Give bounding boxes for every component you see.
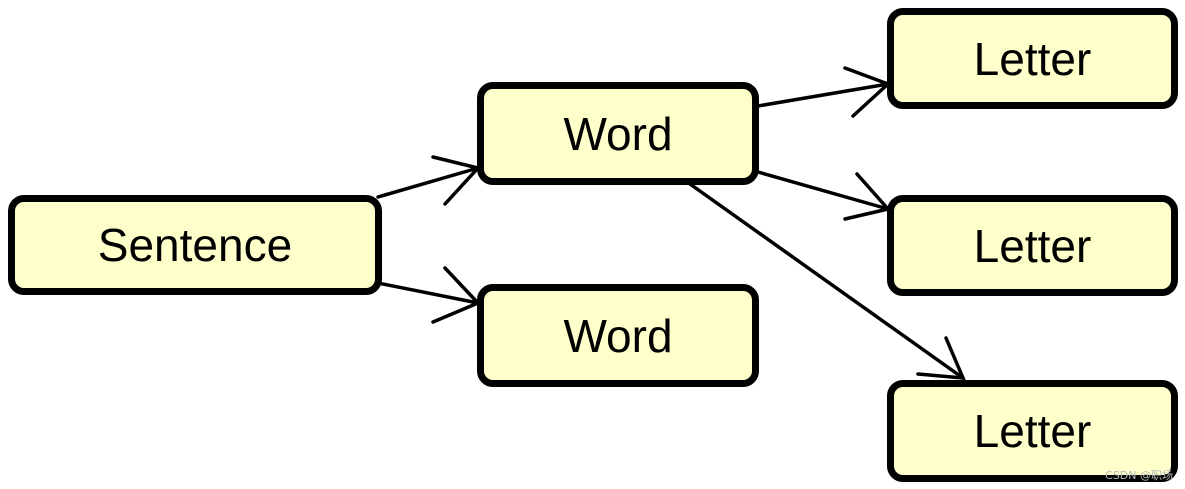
letter-node-2: Letter — [887, 195, 1178, 296]
edge-word-1-letter-3 — [688, 182, 966, 381]
edge-word-1-letter-2 — [756, 170, 892, 221]
edge-word-1-letter-1 — [756, 66, 892, 118]
letter-node-3: Letter — [887, 380, 1178, 482]
word-node-2: Word — [477, 284, 759, 387]
edge-sentence-word-1 — [376, 155, 482, 206]
letter-node-1: Letter — [887, 8, 1178, 109]
watermark: CSDN @职场 — [1105, 469, 1173, 482]
sentence-node: Sentence — [8, 195, 382, 295]
word-node-1: Word — [477, 82, 759, 185]
edge-sentence-word-2 — [376, 266, 482, 324]
